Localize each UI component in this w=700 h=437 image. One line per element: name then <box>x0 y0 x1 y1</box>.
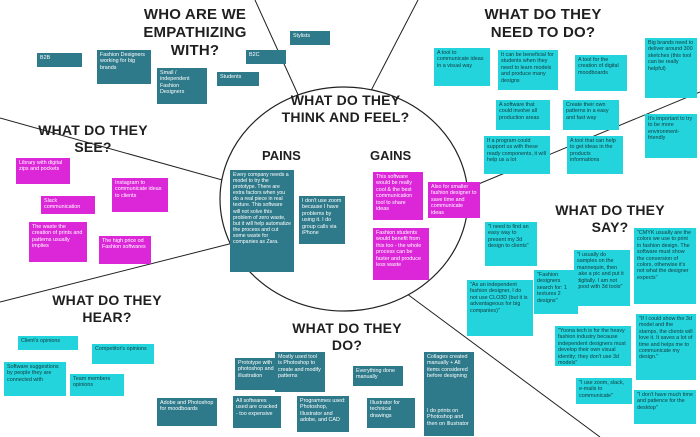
sticky-note-moodboards[interactable]: A tool for the creation of digital moodb… <box>575 55 627 91</box>
sticky-note-beneficial-students[interactable]: It can be beneficial for students when t… <box>498 50 558 90</box>
sticky-note-collages[interactable]: Collages created manually + All items co… <box>424 352 474 410</box>
sticky-note-b2c[interactable]: B2C <box>246 50 286 64</box>
heading-gains: GAINS <box>370 148 412 163</box>
heading-see: WHAT DO THEY SEE? <box>38 122 148 155</box>
sticky-note-own-patterns[interactable]: Create their own patterns in a easy and … <box>563 100 619 130</box>
sticky-note-tool-communicate[interactable]: A tool to communicate ideas in a visual … <box>434 48 490 86</box>
sticky-note-cmyk[interactable]: "CMYK usually are the colors we use to p… <box>634 228 696 304</box>
sticky-note-mostly-used[interactable]: Mostly used tool is Photoshop to create … <box>275 352 325 392</box>
sticky-note-prints[interactable]: I do prints on Photoshop and then on Ill… <box>424 406 474 436</box>
sticky-note-cracked[interactable]: All softwares used are cracked - too exp… <box>233 396 281 428</box>
sticky-note-cool[interactable]: This software would be really cool & the… <box>373 172 423 220</box>
heading-need: WHAT DO THEY NEED TO DO? <box>484 6 602 41</box>
sticky-note-illustrator[interactable]: Illustrator for technical drawings <box>367 398 415 428</box>
sticky-note-competitors[interactable]: Competitor's opinions <box>92 344 154 364</box>
sticky-note-adobe[interactable]: Adobe and Photoshop for moodboards <box>157 398 217 426</box>
heading-pains: PAINS <box>262 148 301 163</box>
sticky-note-samples[interactable]: "I usually do samples on the mannequin, … <box>574 250 630 306</box>
sticky-note-programmes[interactable]: Programmes used: Photoshop, Illustrator … <box>297 396 349 432</box>
sticky-note-easy-way[interactable]: "I need to find an easy way to present m… <box>485 222 537 266</box>
divider-bottom-right <box>394 284 601 437</box>
sticky-note-manually[interactable]: Everything done manually <box>353 366 403 386</box>
sticky-note-save-informations[interactable]: A tool that can help to get ideas in the… <box>567 136 623 174</box>
sticky-note-every-company[interactable]: Every company needs a model to try the p… <box>230 170 294 272</box>
sticky-note-b2b[interactable]: B2B <box>37 53 82 67</box>
sticky-note-fashion-designers[interactable]: Fashion Designers working for big brands <box>97 50 151 84</box>
sticky-note-suggestions[interactable]: Software suggestions by people they are … <box>4 362 66 396</box>
heading-hear: WHAT DO THEY HEAR? <box>52 292 162 325</box>
sticky-note-waste[interactable]: The waste the creation of prints and pat… <box>29 222 87 262</box>
sticky-note-smaller[interactable]: Also for smaller fashion designer to sav… <box>428 182 480 218</box>
sticky-note-price[interactable]: The high price od Fashion softwares <box>99 236 151 264</box>
sticky-note-no-time[interactable]: "I don't have much time and patience for… <box>634 390 696 424</box>
sticky-note-environment[interactable]: It's important to try to be more environ… <box>645 114 697 158</box>
sticky-note-students[interactable]: Students <box>217 72 259 86</box>
sticky-note-independent[interactable]: "As an independent fashion designer, I d… <box>467 280 533 336</box>
heading-do: WHAT DO THEY DO? <box>292 320 402 353</box>
sticky-note-search-for[interactable]: "Fashion designers search for: 1 texture… <box>534 270 578 314</box>
sticky-note-team[interactable]: Team members opinions <box>70 374 124 396</box>
heading-say: WHAT DO THEY SAY? <box>555 202 665 235</box>
heading-who: WHO ARE WE EMPATHIZING WITH? <box>143 6 247 59</box>
sticky-note-slack[interactable]: Slack communication <box>41 196 95 214</box>
sticky-note-clients[interactable]: Client's opinions <box>18 336 78 350</box>
sticky-note-use-zoom[interactable]: "I use zoom, slack, e-mails to communica… <box>576 378 632 404</box>
sticky-note-stylists[interactable]: Stylists <box>290 31 330 45</box>
sticky-note-big-brands[interactable]: Big brands need to deliver around 300 sk… <box>645 38 697 98</box>
divider-left <box>0 239 246 303</box>
sticky-note-show-3d[interactable]: "If I could show the 3d model and the st… <box>636 314 696 380</box>
sticky-note-library[interactable]: Library with digital zips and pockets <box>16 158 70 184</box>
sticky-note-ready-components[interactable]: If a program could support us with these… <box>484 136 550 174</box>
divider-top-left <box>0 117 259 191</box>
sticky-note-prototype[interactable]: Prototype with photoshop and illustratio… <box>235 358 281 390</box>
sticky-note-instagram[interactable]: Instagram to communicate ideas to client… <box>112 178 168 212</box>
sticky-note-yoona[interactable]: "Yoona tech is for the heavy fashion ind… <box>555 326 631 366</box>
sticky-note-small-independent[interactable]: Small / independent Fashion Designers <box>157 68 207 104</box>
heading-think: WHAT DO THEY THINK AND FEEL? <box>281 92 410 125</box>
sticky-note-students-benefit[interactable]: Fashion students would benefit from this… <box>373 228 429 280</box>
sticky-note-involve-production[interactable]: A software that could involve all produc… <box>496 100 550 130</box>
sticky-note-zoom[interactable]: I don't use zoom because I have problems… <box>299 196 345 244</box>
